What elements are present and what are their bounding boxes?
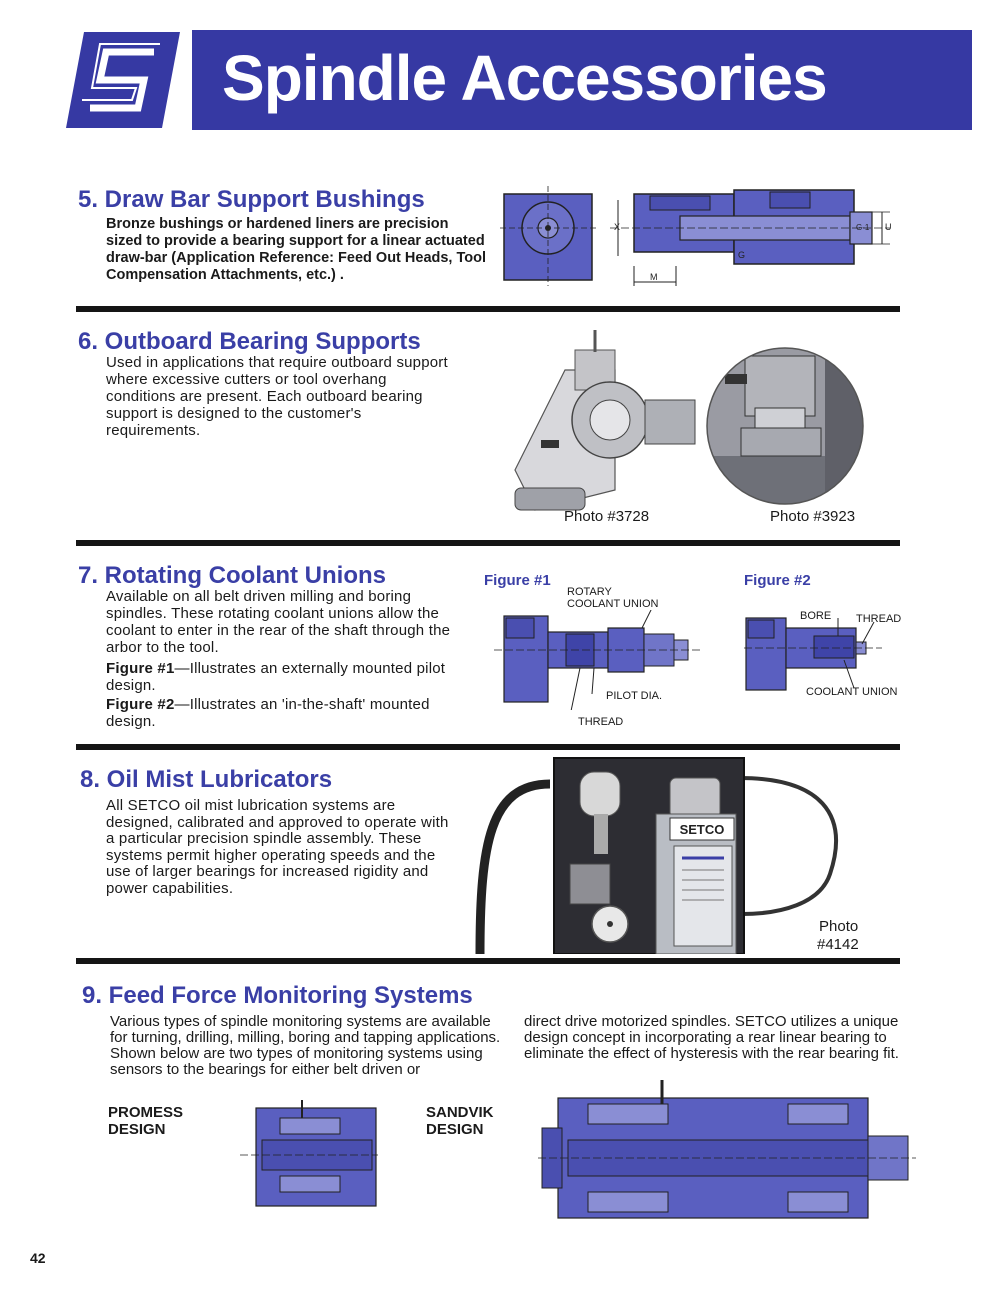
page-number: 42	[30, 1250, 46, 1266]
figure-2-desc: —Illustrates an 'in-the-shaft' mounted d…	[106, 696, 430, 730]
dim-label-g1: G-1	[856, 223, 870, 232]
setco-brand-plate: SETCO	[680, 822, 725, 837]
promess-label-line-1: PROMESS	[108, 1104, 184, 1121]
sandvik-design-diagram	[538, 1080, 918, 1225]
figure-1-label-pilot: PILOT DIA.	[606, 690, 663, 702]
figure-1-label-coolant-union: COOLANT UNION	[567, 598, 659, 610]
outboard-support-photo-3728	[505, 330, 705, 530]
outboard-support-photo-3923	[705, 346, 865, 506]
figure-1-ref: Figure #1	[106, 660, 175, 677]
section-9-body-right: direct drive motorized spindles. SETCO u…	[524, 1013, 899, 1062]
figure-1-label-rotary: ROTARY	[567, 586, 612, 598]
figure-1-desc: —Illustrates an externally mounted pilot…	[106, 660, 446, 694]
dim-label-g: G	[738, 250, 745, 260]
photo-3728-caption: Photo #3728	[564, 508, 650, 525]
promess-label-line-2: DESIGN	[108, 1121, 166, 1138]
figure-2-diagram	[744, 614, 884, 694]
figure-2-label-bore: BORE	[800, 610, 832, 622]
sandvik-label-line-1: SANDVIK	[426, 1104, 494, 1121]
section-5-title: 5. Draw Bar Support Bushings	[78, 186, 425, 213]
dim-label-u: U	[885, 222, 892, 232]
section-6-title: 6. Outboard Bearing Supports	[78, 328, 421, 355]
photo-4142-caption-line-1: Photo	[819, 918, 859, 935]
section-9-title: 9. Feed Force Monitoring Systems	[82, 982, 473, 1009]
figure-2-ref: Figure #2	[106, 696, 175, 713]
figure-1-title: Figure #1	[484, 572, 551, 589]
section-5-body: Bronze bushings or hardened liners are p…	[106, 216, 487, 283]
draw-bar-diagram: X G G-1 U M	[500, 186, 900, 296]
figure-2-title: Figure #2	[744, 572, 811, 589]
setco-s-logo-icon	[62, 30, 182, 130]
photo-4142-caption-line-2: #4142	[817, 936, 859, 953]
section-7-figure-1-note: Figure #1—Illustrates an externally moun…	[106, 660, 451, 694]
page-title: Spindle Accessories	[222, 42, 828, 114]
title-bar	[192, 30, 972, 130]
section-6-body: Used in applications that require outboa…	[106, 354, 448, 439]
section-9-body-left: Various types of spindle monitoring syst…	[110, 1013, 501, 1078]
figure-1-label-thread: THREAD	[578, 716, 624, 728]
section-7-body: Available on all belt driven milling and…	[106, 588, 451, 656]
oil-mist-lubricator-photo-4142: SETCO	[470, 754, 880, 954]
section-7-title: 7. Rotating Coolant Unions	[78, 562, 386, 589]
section-divider	[76, 306, 900, 312]
figure-2-label-thread: THREAD	[856, 613, 902, 625]
dim-label-x: X	[614, 222, 620, 232]
photo-3923-caption: Photo #3923	[770, 508, 856, 525]
section-divider	[76, 958, 900, 964]
figure-2-label-coolant-union: COOLANT UNION	[806, 686, 898, 698]
promess-design-diagram	[240, 1100, 380, 1210]
section-divider	[76, 540, 900, 546]
section-8-body: All SETCO oil mist lubrication systems a…	[106, 797, 449, 897]
section-divider	[76, 744, 900, 750]
section-7-figure-2-note: Figure #2—Illustrates an 'in-the-shaft' …	[106, 696, 451, 730]
sandvik-label-line-2: DESIGN	[426, 1121, 484, 1138]
dim-label-m: M	[650, 272, 658, 282]
section-8-title: 8. Oil Mist Lubricators	[80, 766, 333, 793]
figure-1-diagram	[494, 610, 704, 710]
